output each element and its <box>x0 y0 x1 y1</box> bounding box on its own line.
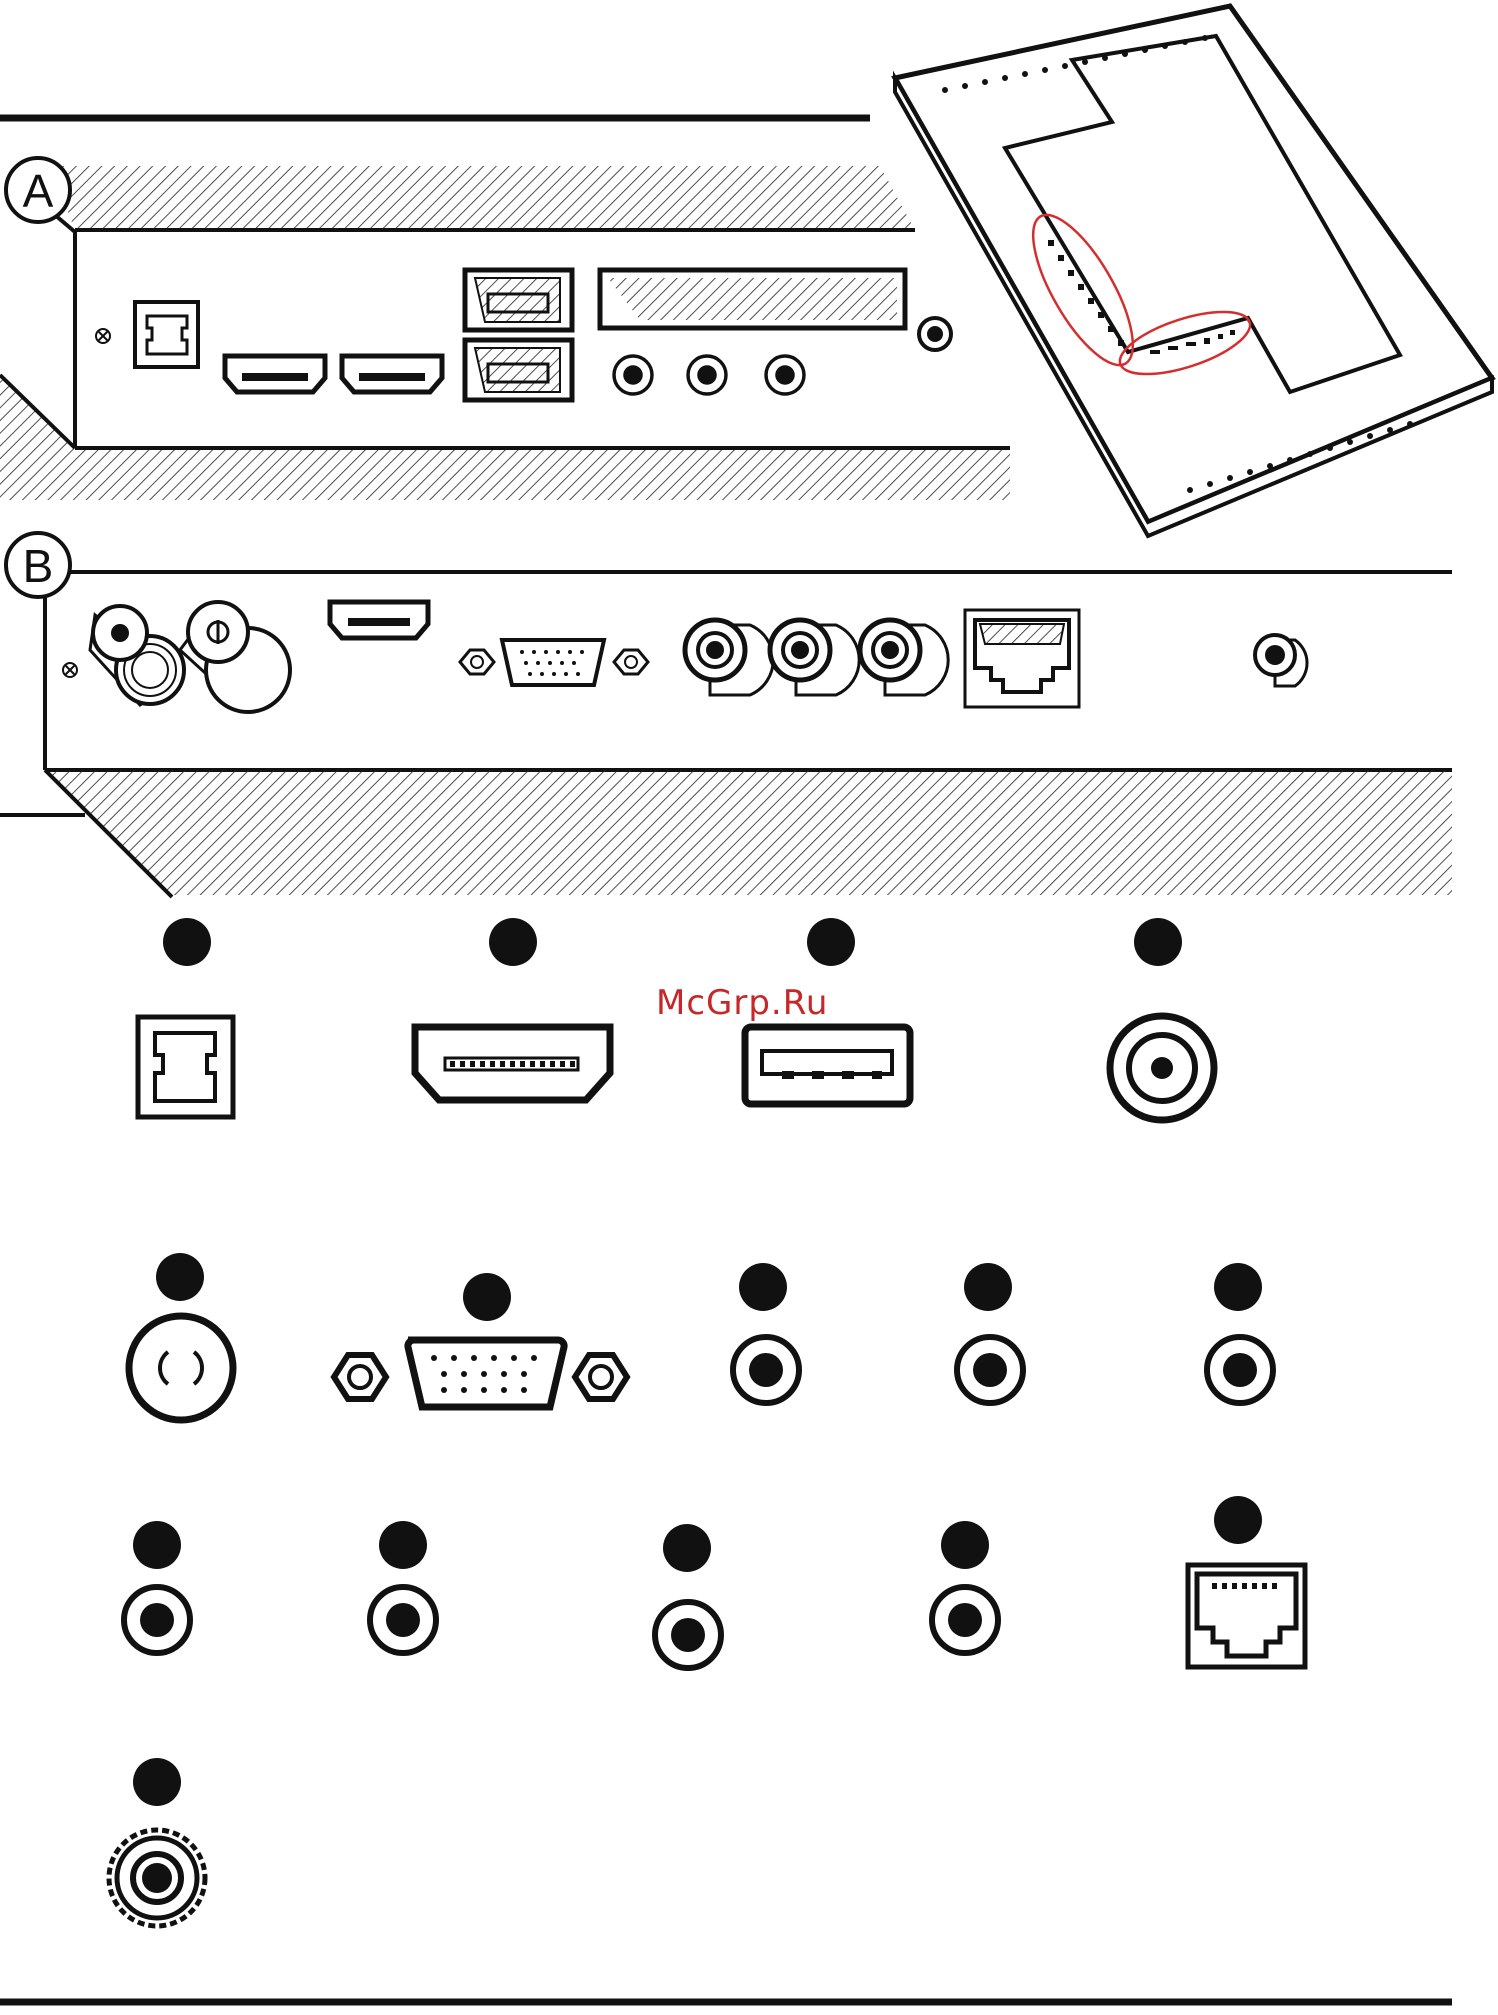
common-interface-slot-icon <box>600 270 905 328</box>
legend-bullet <box>156 1253 204 1301</box>
rca-jack-icon <box>860 620 948 695</box>
rca-jack-icon <box>655 1602 721 1668</box>
legend-bullet <box>663 1524 711 1572</box>
rca-jack-icon <box>1207 1337 1273 1403</box>
legend-bullet <box>1214 1496 1262 1544</box>
satellite-icon <box>129 1316 233 1420</box>
legend-bullet <box>964 1263 1012 1311</box>
vga-icon <box>334 1340 627 1407</box>
ethernet-icon <box>965 610 1079 707</box>
rca-jack-icon <box>770 620 859 695</box>
panel-label-b: B <box>6 533 70 597</box>
vga-icon <box>460 640 648 685</box>
legend-bullet <box>133 1521 181 1569</box>
legend-bullet <box>379 1521 427 1569</box>
panel-letter-a: A <box>23 165 54 217</box>
satellite-icon <box>180 602 290 712</box>
rca-jack-icon <box>685 620 773 695</box>
screw-icon <box>63 663 77 677</box>
headphone-jack-icon <box>109 1830 205 1926</box>
connector-legend <box>109 918 1305 1926</box>
antenna-coax-icon <box>1110 1016 1214 1120</box>
rca-jack-icon <box>957 1337 1023 1403</box>
panel-letter-b: B <box>23 540 54 592</box>
legend-bullet <box>807 918 855 966</box>
optical-audio-icon <box>138 1017 233 1117</box>
ethernet-icon <box>1188 1565 1305 1667</box>
rca-jack-icon <box>370 1587 436 1653</box>
legend-bullet <box>463 1273 511 1321</box>
legend-bullet <box>1134 918 1182 966</box>
rca-jack-icon <box>688 356 726 394</box>
usb-icon <box>745 1027 910 1104</box>
legend-bullet <box>133 1758 181 1806</box>
panel-label-a: A <box>6 158 70 222</box>
watermark: McGrp.Ru <box>656 983 828 1023</box>
hdmi-icon <box>225 356 325 392</box>
optical-audio-icon <box>135 302 198 367</box>
headphone-jack-icon <box>1255 635 1307 686</box>
usb-icon <box>465 340 572 400</box>
rca-jack-icon <box>614 356 652 394</box>
rca-jack-icon <box>733 1337 799 1403</box>
rca-jack-icon <box>932 1587 998 1653</box>
headphone-jack-icon <box>919 318 951 350</box>
rca-jack-icon <box>124 1587 190 1653</box>
hdmi-icon <box>415 1027 610 1100</box>
legend-bullet <box>941 1521 989 1569</box>
hdmi-icon <box>342 356 442 392</box>
rca-jack-icon <box>766 356 804 394</box>
screw-icon <box>96 329 110 343</box>
legend-bullet <box>739 1263 787 1311</box>
legend-bullet <box>489 918 537 966</box>
usb-icon <box>465 270 572 330</box>
panel-b: B <box>0 533 1452 897</box>
panel-a: A <box>0 118 1010 500</box>
antenna-coax-icon <box>90 606 184 705</box>
legend-bullet <box>163 918 211 966</box>
hdmi-icon <box>330 602 428 638</box>
legend-bullet <box>1214 1263 1262 1311</box>
